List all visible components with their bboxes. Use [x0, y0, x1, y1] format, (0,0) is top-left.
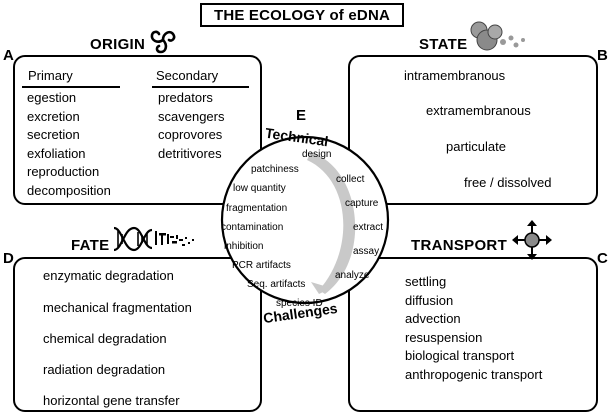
secondary-source-item: predators: [158, 90, 213, 105]
transport-item: anthropogenic transport: [405, 366, 543, 382]
transport-item: diffusion: [405, 292, 454, 308]
challenge-item: inhibition: [224, 241, 264, 252]
workflow-step: analyze: [335, 270, 370, 281]
workflow-step: collect: [336, 174, 365, 185]
state-item: particulate: [446, 139, 506, 154]
primary-source-item: decomposition: [27, 182, 111, 198]
secondary-source-item: scavengers: [158, 108, 225, 124]
panel-letter-b: B: [597, 47, 608, 64]
transport-item: biological transport: [405, 348, 515, 363]
primary-list: egestion excretion secretion exfoliation rep…: [27, 89, 111, 200]
diagram-title: THE ECOLOGY of eDNA: [200, 3, 404, 27]
challenge-item: patchiness: [251, 164, 299, 175]
primary-source-item: exfoliation: [27, 145, 86, 161]
panel-letter-a: A: [3, 47, 14, 64]
secondary-source-item: detritivores: [158, 145, 222, 161]
secondary-underline: [152, 86, 249, 88]
state-heading: STATE: [415, 36, 472, 53]
state-item: extramembranous: [426, 103, 531, 118]
primary-source-item: excretion: [27, 108, 80, 124]
workflow-step: extract: [353, 222, 384, 233]
primary-source-item: secretion: [27, 127, 80, 142]
challenge-item: species ID: [276, 298, 323, 309]
challenge-item: fragmentation: [226, 203, 288, 214]
origin-heading: ORIGIN: [86, 36, 150, 53]
technical-challenges-circle: [220, 135, 390, 305]
transport-item: resuspension: [405, 329, 483, 345]
challenge-item: low quantity: [233, 183, 286, 194]
transport-item: settling: [405, 274, 447, 289]
transport-heading: TRANSPORT: [407, 237, 512, 254]
panel-letter-d: D: [3, 250, 14, 267]
workflow-step: assay: [353, 246, 380, 257]
triskelion-icon: [150, 30, 176, 54]
origin-panel: [13, 55, 262, 205]
degrading-dna-icon: [113, 226, 194, 252]
fate-item: chemical degradation: [43, 331, 167, 346]
fate-heading: FATE: [67, 237, 114, 254]
challenge-item: PCR artifacts: [232, 260, 291, 271]
primary-header: Primary: [28, 68, 73, 83]
state-item: free / dissolved: [464, 175, 552, 190]
particles-icon: [470, 21, 525, 51]
workflow-step: capture: [345, 198, 379, 209]
state-item: intramembranous: [404, 68, 506, 83]
challenge-item: Seq. artifacts: [247, 279, 306, 290]
challenge-item: contamination: [221, 222, 284, 233]
workflow-step: design: [302, 149, 332, 160]
transport-item: advection: [405, 311, 461, 326]
fate-item: radiation degradation: [43, 362, 166, 377]
fate-panel: [13, 257, 262, 412]
panel-letter-c: C: [597, 250, 608, 267]
secondary-source-item: coprovores: [158, 127, 223, 142]
center-letter-e: E: [296, 107, 307, 124]
secondary-header: Secondary: [156, 68, 219, 83]
transport-list: settling diffusion advection resuspension bi…: [405, 271, 542, 382]
secondary-list: predators scavengers coprovores detritivore…: [158, 89, 224, 163]
primary-underline: [22, 86, 120, 88]
fate-item: enzymatic degradation: [43, 268, 174, 283]
fate-item: horizontal gene transfer: [43, 393, 180, 408]
transport-panel: [348, 257, 598, 412]
primary-source-item: egestion: [27, 90, 77, 105]
primary-source-item: reproduction: [27, 164, 100, 179]
state-panel: [348, 55, 598, 205]
four-way-arrows-icon: [512, 220, 552, 260]
fate-item: mechanical fragmentation: [43, 300, 192, 315]
